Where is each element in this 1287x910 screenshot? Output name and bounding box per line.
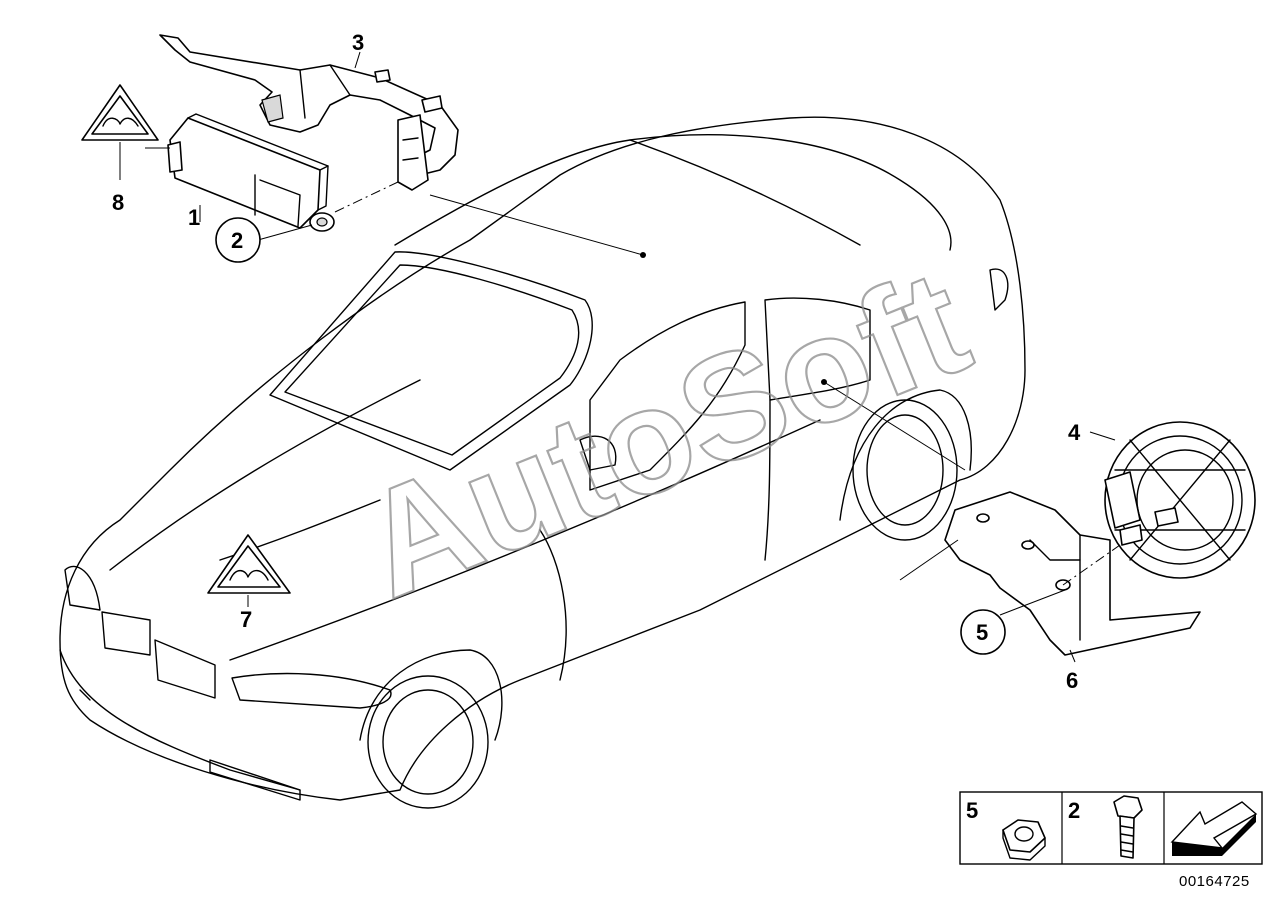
legend-label-bolt: 2 xyxy=(1068,798,1080,823)
callout-2-circle xyxy=(215,217,261,263)
callout-6: 6 xyxy=(1066,668,1078,693)
drawing-number: 00164725 xyxy=(1179,873,1250,890)
callout-4: 4 xyxy=(1068,420,1081,445)
callout-3: 3 xyxy=(352,30,364,55)
hex-nut-icon xyxy=(1002,819,1046,861)
callout-5: 5 xyxy=(976,620,988,645)
bracket-part-3 xyxy=(159,34,459,191)
callout-8: 8 xyxy=(112,190,124,215)
leader-line-module xyxy=(429,194,644,256)
screw-part-2 xyxy=(309,181,399,232)
control-module-part-1 xyxy=(167,113,329,229)
direction-arrow-icon xyxy=(1170,801,1258,856)
leader-line-siren xyxy=(823,381,966,471)
callout-5-circle xyxy=(960,609,1006,655)
callout-7: 7 xyxy=(240,607,252,632)
watermark-text: AutoSoft xyxy=(339,237,989,630)
siren-part-4 xyxy=(1104,421,1256,579)
hex-bolt-icon xyxy=(1113,795,1143,859)
callout-1: 1 xyxy=(188,205,200,230)
warning-triangle-part-7 xyxy=(207,534,291,607)
legend-label-nut: 5 xyxy=(966,798,978,823)
callout-2: 2 xyxy=(231,228,243,253)
siren-bracket-part-6 xyxy=(944,491,1201,656)
warning-triangle-part-8 xyxy=(81,84,159,180)
hardware-legend: 5 2 xyxy=(959,791,1263,865)
